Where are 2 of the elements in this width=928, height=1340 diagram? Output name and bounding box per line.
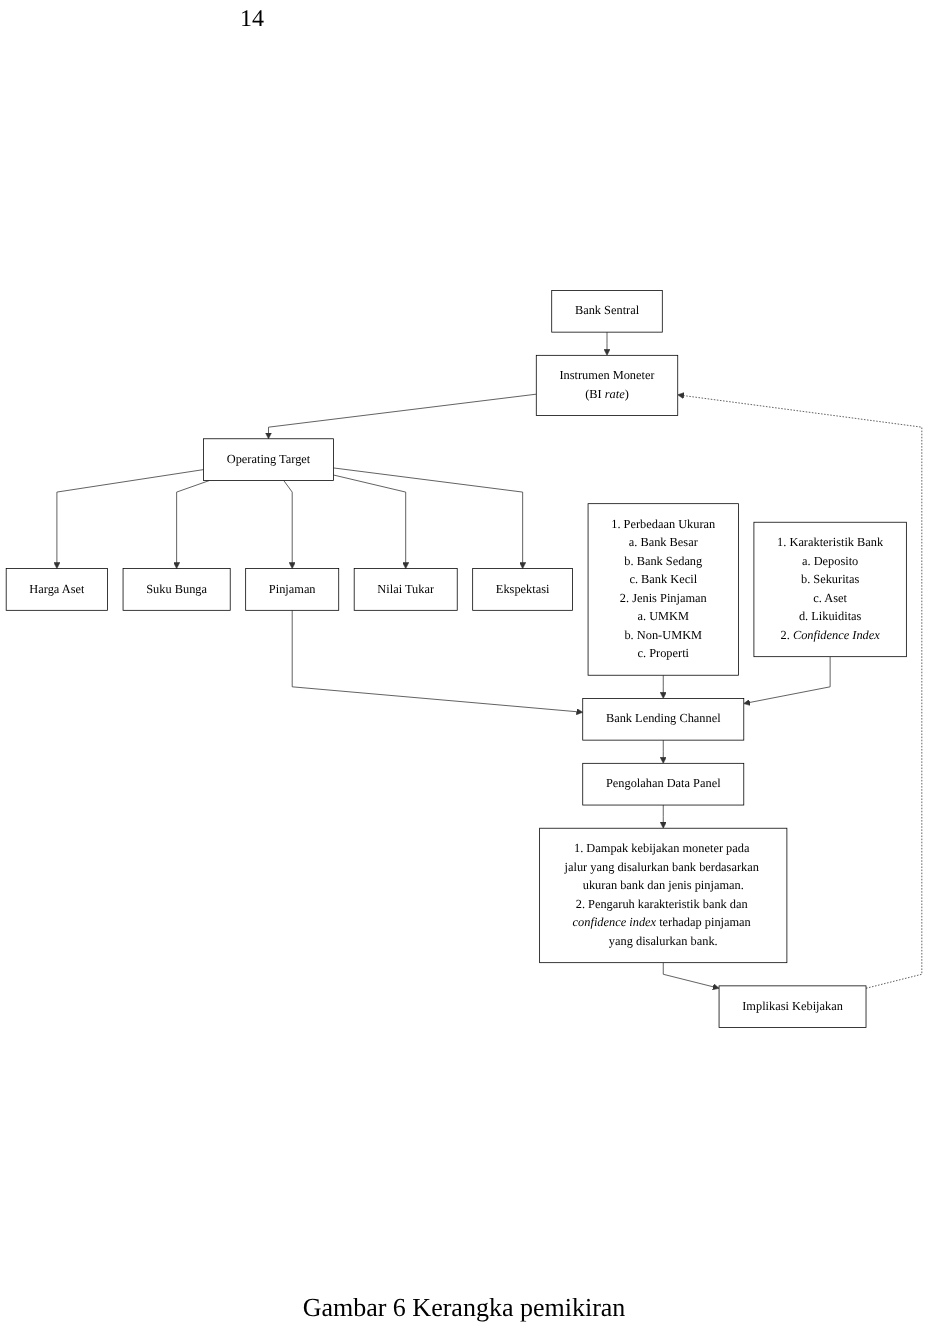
page-number: 14 bbox=[240, 4, 264, 32]
figure-caption: Gambar 6 Kerangka pemikiran bbox=[302, 1292, 626, 1324]
